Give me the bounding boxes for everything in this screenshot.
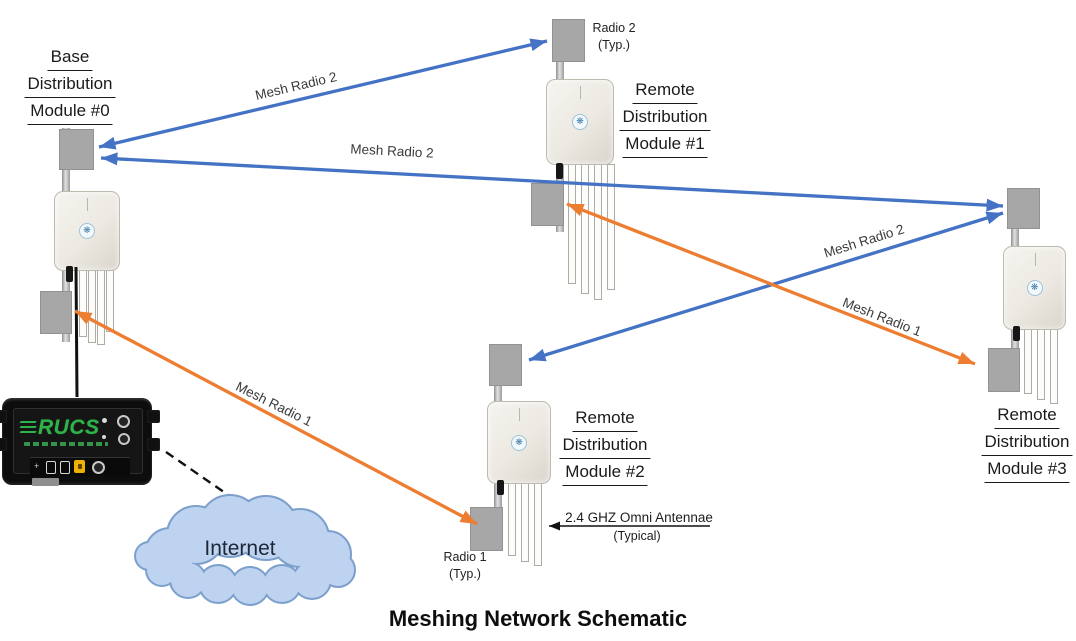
module-3-cable-connector (1013, 326, 1020, 341)
module-3-label-line2: Distribution (981, 429, 1073, 456)
radio1-note-line2: (Typ.) (449, 567, 481, 581)
module-0-radio1-square (40, 291, 72, 334)
module-1-antenna (581, 164, 589, 294)
mount-tab (147, 438, 160, 451)
module-2-radio1-square (470, 507, 503, 551)
antenna-port (117, 415, 130, 428)
module-1-antenna (594, 164, 602, 300)
port-outline (60, 461, 70, 474)
module-2-radio2-square (489, 344, 522, 386)
module-0-antenna (79, 268, 87, 337)
module-1-label-line3: Module #1 (622, 131, 708, 158)
module-1-antenna (607, 164, 615, 290)
rucs-tagline-text (24, 442, 108, 446)
module-2-label-line3: Module #2 (562, 459, 648, 486)
rucs-logo-stripe (19, 421, 37, 424)
module-1-antenna (568, 164, 576, 284)
module-0-access-point: ❋ (54, 191, 120, 271)
mount-tab (0, 438, 7, 451)
module-0-label-line2: Distribution (24, 71, 116, 98)
module-2-antenna (508, 482, 516, 556)
yellow-connector (74, 460, 85, 473)
device-seam (1034, 253, 1036, 266)
module-1-label-line1: Remote (632, 77, 698, 104)
indicator-led (102, 435, 106, 439)
module-3-access-point: ❋ (1003, 246, 1066, 330)
omni-antennae-note-line1: 2.4 GHZ Omni Antennae (565, 510, 713, 525)
mesh-radio-1-label: Mesh Radio 1 (840, 294, 924, 340)
device-seam (519, 408, 520, 421)
module-3-label-line3: Module #3 (984, 456, 1070, 483)
module-2-access-point: ❋ (487, 401, 551, 484)
device-seam (580, 86, 581, 99)
module-2-antenna (521, 482, 529, 562)
mesh-radio-2-label: Mesh Radio 2 (253, 69, 339, 103)
serial-label-plate (32, 478, 59, 486)
mesh2-link-m0-m1 (98, 38, 548, 150)
mount-tab (0, 410, 7, 423)
module-0-radio2-square (59, 129, 94, 170)
omni-antennae-note-line2: (Typical) (613, 529, 661, 543)
power-mark: + (34, 461, 40, 471)
rucs-brand-logo: RUCS (38, 416, 100, 439)
module-0-antenna (88, 268, 96, 343)
module-1-access-point: ❋ (546, 79, 614, 165)
vendor-logo-icon: ❋ (511, 434, 527, 451)
module-0-antenna (106, 268, 114, 332)
round-connector (92, 461, 105, 474)
mesh-radio-1-label: Mesh Radio 1 (233, 378, 315, 430)
rucs-logo-stripe (19, 426, 37, 429)
vendor-logo-icon: ❋ (572, 114, 588, 130)
module-1-cable-connector (556, 163, 563, 179)
indicator-led (102, 418, 107, 423)
radio2-typ-note: Radio 2 (Typ.) (592, 20, 635, 54)
module-2-label-line2: Distribution (559, 432, 651, 459)
module-3-label: Remote Distribution Module #3 (981, 402, 1073, 483)
radio2-note-line1: Radio 2 (592, 21, 636, 35)
module-3-antenna (1050, 328, 1058, 404)
internet-cloud-label: Internet (204, 537, 276, 560)
diagram-title: Meshing Network Schematic (388, 606, 688, 631)
vendor-logo-icon: ❋ (79, 223, 95, 239)
rucs-antenna-cable (74, 266, 79, 398)
port-outline (46, 461, 56, 474)
rucs-front-panel: RUCS + (13, 408, 143, 486)
radio1-typ-note: Radio 1 (Typ.) (443, 549, 486, 583)
module-3-radio2-square (1007, 188, 1040, 229)
mesh1-link-m1-m3 (566, 202, 976, 366)
device-seam (87, 198, 88, 211)
module-1-radio2-square (552, 19, 585, 62)
module-0-label-line1: Base (47, 44, 93, 71)
rucs-logo-stripe (19, 431, 37, 434)
module-1-label: Remote Distribution Module #1 (619, 77, 711, 158)
module-2-cable-connector (497, 480, 504, 495)
module-0-cable-connector (66, 266, 73, 282)
module-2-antenna (534, 482, 542, 566)
module-3-antenna (1037, 328, 1045, 400)
internet-dashed-link (165, 451, 248, 509)
module-0-label: Base Distribution Module #0 (24, 44, 116, 125)
module-1-label-line2: Distribution (619, 104, 711, 131)
module-2-label-line1: Remote (572, 405, 638, 432)
rucs-connector-row: + (30, 457, 130, 476)
module-0-label-line3: Module #0 (27, 98, 113, 125)
module-3-label-line1: Remote (994, 402, 1060, 429)
module-1-radio1-square (531, 183, 564, 226)
mount-tab (147, 410, 160, 423)
module-0-antenna (97, 268, 105, 345)
module-2-label: Remote Distribution Module #2 (559, 405, 651, 486)
antenna-port (118, 433, 130, 445)
radio1-note-line1: Radio 1 (443, 550, 487, 564)
module-3-radio1-square (988, 348, 1020, 392)
rucs-gateway-device: RUCS + (0, 398, 160, 486)
mesh-radio-2-label: Mesh Radio 2 (822, 221, 906, 261)
radio2-note-line2: (Typ.) (598, 38, 630, 52)
mesh-radio-2-label: Mesh Radio 2 (350, 141, 434, 161)
vendor-logo-icon: ❋ (1026, 280, 1043, 296)
module-3-antenna (1024, 328, 1032, 394)
